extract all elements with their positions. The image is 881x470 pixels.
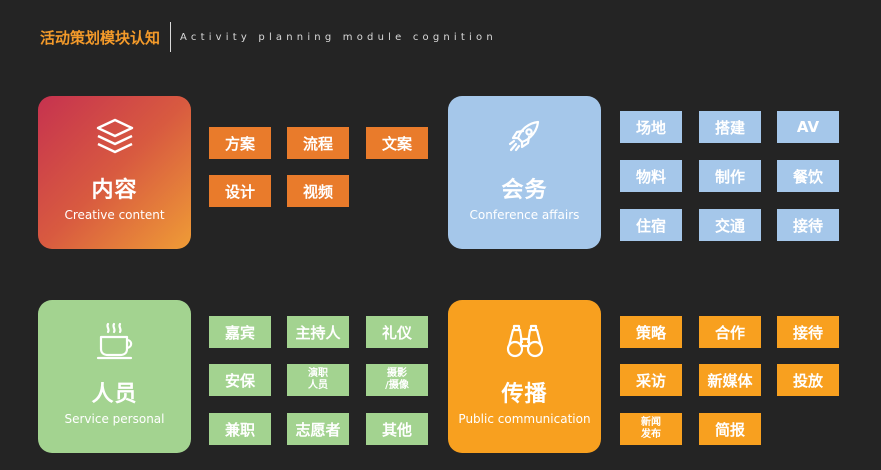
- content-subtitle: Creative content: [64, 208, 165, 222]
- content-card: 内容 Creative content: [38, 96, 191, 249]
- personnel-card: 人员 Service personal: [38, 300, 191, 453]
- tag-content-copywriting: 文案: [366, 127, 428, 159]
- header-divider: [170, 22, 172, 52]
- tag-communication-new-media: 新媒体: [699, 364, 761, 396]
- coffee-cup-icon: [94, 320, 136, 362]
- tag-content-video: 视频: [287, 175, 349, 207]
- tag-conference-av: AV: [777, 111, 839, 143]
- tag-conference-reception: 接待: [777, 209, 839, 241]
- layers-icon: [94, 116, 136, 158]
- page-subtitle: Activity planning module cognition: [180, 31, 497, 43]
- binoculars-icon: [504, 320, 546, 362]
- communication-subtitle: Public communication: [458, 412, 591, 426]
- tag-communication-reception: 接待: [777, 316, 839, 348]
- tag-personnel-security: 安保: [209, 364, 271, 396]
- communication-card: 传播 Public communication: [448, 300, 601, 453]
- tag-communication-brief: 简报: [699, 413, 761, 445]
- tag-conference-catering: 餐饮: [777, 160, 839, 192]
- tag-conference-materials: 物料: [620, 160, 682, 192]
- tag-personnel-volunteers: 志愿者: [287, 413, 349, 445]
- tag-conference-venue: 场地: [620, 111, 682, 143]
- tag-personnel-performers: 演职 人员: [287, 364, 349, 396]
- personnel-subtitle: Service personal: [64, 412, 165, 426]
- conference-subtitle: Conference affairs: [469, 208, 580, 222]
- tag-communication-press-release: 新闻 发布: [620, 413, 682, 445]
- tag-content-design: 设计: [209, 175, 271, 207]
- page-title: 活动策划模块认知: [40, 28, 161, 47]
- tag-personnel-guests: 嘉宾: [209, 316, 271, 348]
- tag-personnel-other: 其他: [366, 413, 428, 445]
- rocket-icon: [505, 116, 545, 158]
- tag-communication-interview: 采访: [620, 364, 682, 396]
- conference-title: 会务: [501, 178, 548, 203]
- tag-conference-production: 制作: [699, 160, 761, 192]
- tag-conference-lodging: 住宿: [620, 209, 682, 241]
- tag-personnel-etiquette: 礼仪: [366, 316, 428, 348]
- tag-communication-placement: 投放: [777, 364, 839, 396]
- communication-title: 传播: [501, 382, 548, 407]
- tag-conference-transport: 交通: [699, 209, 761, 241]
- conference-card: 会务 Conference affairs: [448, 96, 601, 249]
- tag-personnel-host: 主持人: [287, 316, 349, 348]
- tag-content-process: 流程: [287, 127, 349, 159]
- content-title: 内容: [91, 178, 138, 203]
- tag-communication-strategy: 策略: [620, 316, 682, 348]
- tag-personnel-parttime: 兼职: [209, 413, 271, 445]
- tag-personnel-photo-video: 摄影 /摄像: [366, 364, 428, 396]
- header: 活动策划模块认知 Activity planning module cognit…: [40, 22, 497, 52]
- tag-conference-build: 搭建: [699, 111, 761, 143]
- tag-communication-cooperation: 合作: [699, 316, 761, 348]
- tag-content-plan: 方案: [209, 127, 271, 159]
- personnel-title: 人员: [91, 382, 138, 407]
